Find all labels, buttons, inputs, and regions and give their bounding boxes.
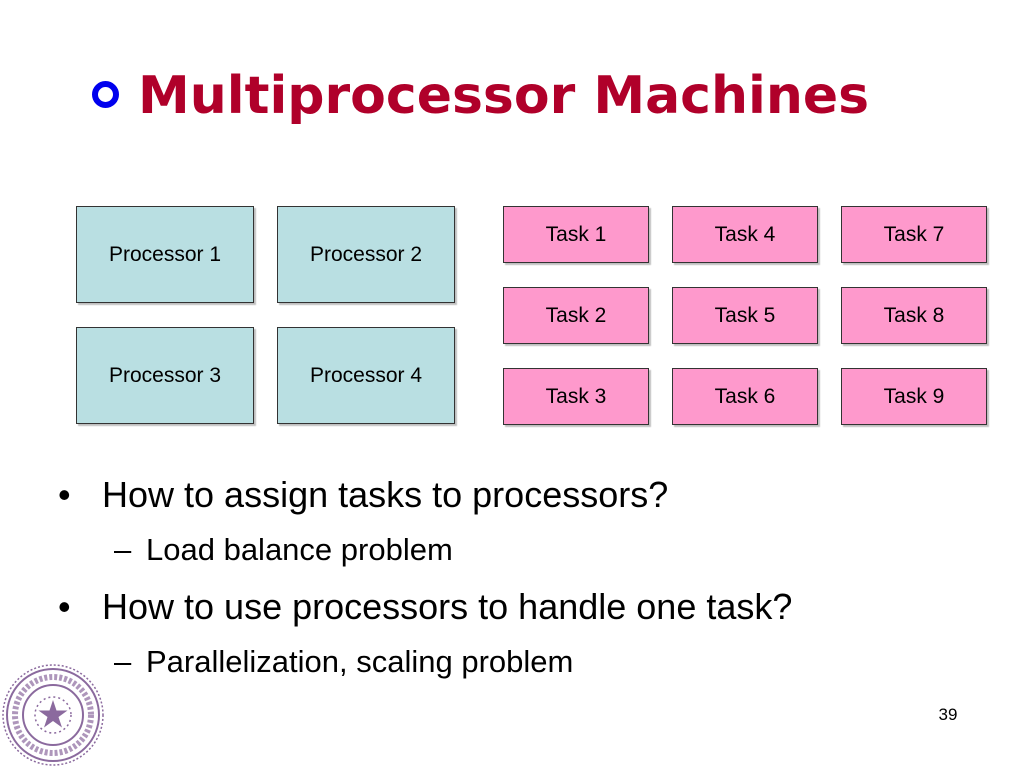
task-box-8: Task 8: [841, 287, 987, 344]
slide-title: Multiprocessor Machines: [138, 66, 870, 126]
task-box-1: Task 1: [503, 206, 649, 263]
processor-box-1: Processor 1: [76, 206, 254, 303]
task-box-6: Task 6: [672, 368, 818, 425]
processor-box-4: Processor 4: [277, 327, 455, 424]
task-box-5: Task 5: [672, 287, 818, 344]
sub-bullet-item: – Parallelization, scaling problem: [114, 642, 573, 682]
task-box-2: Task 2: [503, 287, 649, 344]
task-box-3: Task 3: [503, 368, 649, 425]
title-bullet-icon: [92, 81, 119, 108]
task-box-4: Task 4: [672, 206, 818, 263]
bullet-text: How to use processors to handle one task…: [102, 586, 793, 627]
bullet-item: • How to use processors to handle one ta…: [58, 585, 792, 629]
processor-box-2: Processor 2: [277, 206, 455, 303]
task-box-7: Task 7: [841, 206, 987, 263]
bullet-text: How to assign tasks to processors?: [102, 474, 669, 515]
sub-bullet-text: Parallelization, scaling problem: [146, 644, 574, 679]
sub-bullet-mark: –: [114, 644, 132, 679]
bullet-item: • How to assign tasks to processors?: [58, 473, 668, 517]
sub-bullet-item: – Load balance problem: [114, 530, 453, 570]
sub-bullet-text: Load balance problem: [146, 532, 453, 567]
page-number: 39: [938, 705, 958, 724]
task-box-9: Task 9: [841, 368, 987, 425]
university-seal-icon: [2, 664, 104, 766]
sub-bullet-mark: –: [114, 532, 132, 567]
bullet-mark: •: [58, 474, 71, 515]
processor-box-3: Processor 3: [76, 327, 254, 424]
bullet-mark: •: [58, 586, 71, 627]
